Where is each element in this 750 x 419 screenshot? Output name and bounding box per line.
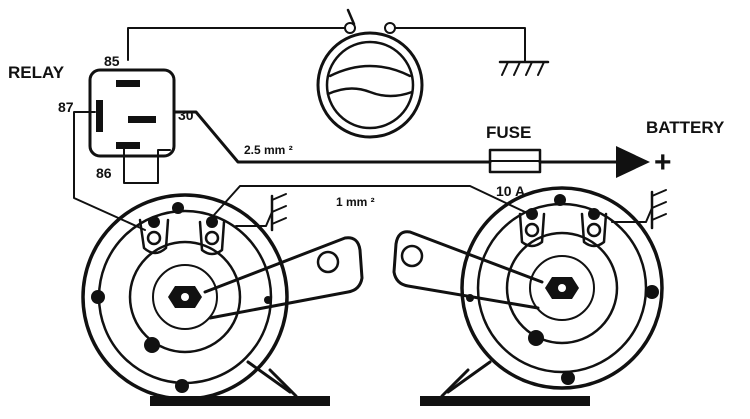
fuse-rating-label: 10 A (496, 183, 525, 199)
wire-thin-label: 1 mm ² (336, 195, 375, 209)
switch-contact-right (384, 22, 396, 34)
horn-feed-wire (73, 111, 526, 231)
horn-right (392, 186, 667, 406)
ground-symbol-top (498, 60, 550, 76)
fuse-label: FUSE (486, 123, 531, 142)
switch-lever (346, 8, 356, 26)
relay-label: RELAY (8, 63, 65, 82)
switch-circuit (127, 8, 550, 76)
horn-button (316, 31, 424, 139)
pin-85-label: 85 (104, 53, 120, 69)
pin-86-label: 86 (96, 165, 112, 181)
battery-label: BATTERY (646, 118, 725, 137)
battery-wire (172, 110, 650, 178)
battery-arrow (616, 146, 650, 178)
pin-30-label: 30 (178, 107, 194, 123)
horn-left (81, 193, 364, 406)
wire-thick-label: 2.5 mm ² (244, 143, 293, 157)
pin-87-label: 87 (58, 99, 74, 115)
switch-contact-left (344, 22, 356, 34)
battery-plus-label: + (654, 146, 672, 179)
